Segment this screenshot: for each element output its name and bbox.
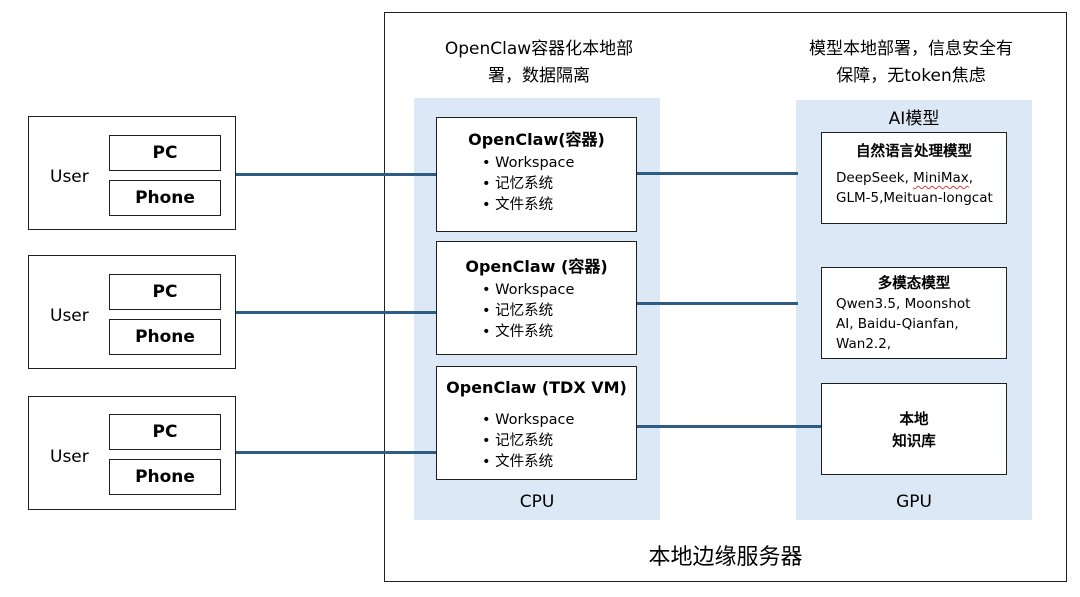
- gpu-side-caption-line-1: 模型本地部署，信息安全有: [809, 39, 1013, 59]
- client-user-label: User: [50, 167, 89, 187]
- model-box-text: DeepSeek, MiniMax, GLM-5,Meituan-longcat: [836, 168, 1006, 208]
- openclaw-item-filesystem: 文件系统: [482, 452, 636, 473]
- openclaw-instance-2: OpenClaw (容器) Workspace 记忆系统 文件系统: [436, 241, 637, 355]
- model-box-title: 多模态模型: [877, 276, 951, 292]
- openclaw-item-workspace: Workspace: [482, 153, 636, 174]
- client-user-label: User: [50, 306, 89, 326]
- connector-client-2: [236, 311, 436, 314]
- openclaw-instance-1: OpenClaw(容器) Workspace 记忆系统 文件系统: [436, 117, 637, 232]
- model-name-deepseek: DeepSeek,: [836, 170, 914, 186]
- gpu-side-caption: 模型本地部署，信息安全有 保障，无token焦虑: [780, 36, 1042, 90]
- knowledge-base-title: 本地 知识库: [822, 409, 1006, 453]
- model-text-line: Qwen3.5, Moonshot: [836, 296, 971, 312]
- openclaw-instance-items: Workspace 记忆系统 文件系统: [482, 153, 636, 216]
- model-box-knowledge-base: 本地 知识库: [821, 383, 1007, 475]
- client-user-label: User: [50, 447, 89, 467]
- gpu-panel-label: GPU: [896, 492, 932, 512]
- connector-model-1: [636, 172, 798, 175]
- connector-client-1: [236, 173, 436, 176]
- openclaw-instance-title: OpenClaw (容器): [465, 257, 608, 276]
- client-device-phone: Phone: [109, 319, 221, 355]
- openclaw-item-memory: 记忆系统: [482, 301, 636, 322]
- openclaw-item-workspace: Workspace: [482, 280, 636, 301]
- model-text-line: AI, Baidu-Qianfan,: [836, 316, 959, 332]
- model-box-nlp: 自然语言处理模型 DeepSeek, MiniMax, GLM-5,Meitua…: [821, 132, 1007, 224]
- client-device-phone: Phone: [109, 180, 221, 216]
- openclaw-item-memory: 记忆系统: [482, 174, 636, 195]
- client-device-pc: PC: [109, 414, 221, 450]
- cpu-side-caption-line-1: OpenClaw容器化本地部: [444, 39, 634, 59]
- model-box-title: 自然语言处理模型: [856, 144, 972, 160]
- cpu-side-caption: OpenClaw容器化本地部 署，数据隔离: [408, 36, 670, 90]
- openclaw-instance-items: Workspace 记忆系统 文件系统: [482, 280, 636, 343]
- model-text-line: GLM-5,Meituan-longcat: [836, 190, 993, 206]
- openclaw-item-workspace: Workspace: [482, 410, 636, 431]
- openclaw-item-memory: 记忆系统: [482, 431, 636, 452]
- client-device-phone: Phone: [109, 459, 221, 495]
- model-box-text: Qwen3.5, Moonshot AI, Baidu-Qianfan, Wan…: [836, 294, 1006, 354]
- model-name-minimax: MiniMax: [913, 170, 969, 186]
- openclaw-instance-items: Workspace 记忆系统 文件系统: [482, 410, 636, 473]
- openclaw-item-filesystem: 文件系统: [482, 195, 636, 216]
- model-text-line: DeepSeek, MiniMax,: [836, 168, 1006, 188]
- client-device-pc: PC: [109, 135, 221, 171]
- cpu-side-caption-line-2: 署，数据隔离: [488, 66, 590, 86]
- openclaw-instance-title: OpenClaw(容器): [468, 130, 605, 149]
- knowledge-base-title-line-1: 本地: [899, 412, 929, 428]
- openclaw-item-filesystem: 文件系统: [482, 322, 636, 343]
- model-box-multimodal: 多模态模型 Qwen3.5, Moonshot AI, Baidu-Qianfa…: [821, 267, 1007, 359]
- connector-model-2: [636, 302, 798, 305]
- openclaw-instance-3: OpenClaw (TDX VM) Workspace 记忆系统 文件系统: [436, 366, 637, 480]
- gpu-side-caption-line-2: 保障，无token焦虑: [836, 66, 986, 86]
- connector-model-3: [636, 425, 822, 428]
- openclaw-instance-title: OpenClaw (TDX VM): [446, 378, 627, 397]
- connector-client-3: [236, 451, 436, 454]
- edge-server-label: 本地边缘服务器: [648, 545, 803, 570]
- model-text-line: Wan2.2,: [836, 336, 892, 352]
- knowledge-base-title-line-2: 知识库: [892, 434, 936, 450]
- client-device-pc: PC: [109, 274, 221, 310]
- cpu-panel-label: CPU: [519, 492, 555, 512]
- model-text-comma: ,: [968, 170, 974, 186]
- gpu-panel-title: AI模型: [888, 109, 940, 129]
